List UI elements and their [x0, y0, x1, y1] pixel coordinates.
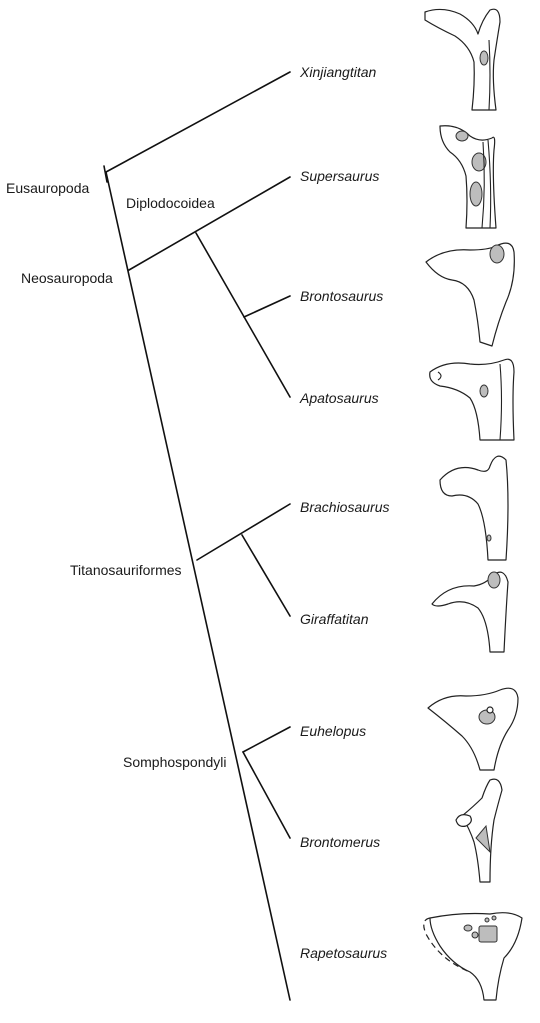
taxon-label-brachiosaurus: Brachiosaurus [300, 499, 390, 515]
branch-giraffatitan [241, 534, 291, 617]
branch-brontomerus [242, 751, 291, 839]
bone-drawing-euhelopus [427, 687, 519, 771]
bone-drawing-brachiosaurus [439, 455, 509, 561]
clade-label-diplodocoidea: Diplodocoidea [126, 195, 215, 211]
branch-apatosaurine-stem [195, 232, 291, 398]
somphospondyli-branch [242, 726, 291, 753]
bone-drawing-apatosaurus [429, 358, 515, 441]
tree-branches [103, 71, 291, 1001]
titanosauriformes-branch [196, 503, 291, 561]
clade-label-titanosauriformes: Titanosauriformes [70, 562, 182, 578]
bone-drawing-rapetosaurus [423, 912, 523, 1001]
bone-drawing-supersaurus [439, 125, 497, 229]
taxon-label-supersaurus: Supersaurus [300, 168, 379, 184]
taxon-labels: Xinjiangtitan Supersaurus Brontosaurus A… [299, 64, 390, 961]
clade-labels: Eusauropoda Diplodocoidea Neosauropoda T… [6, 180, 227, 770]
clade-label-neosauropoda: Neosauropoda [21, 270, 113, 286]
taxon-label-apatosaurus: Apatosaurus [299, 390, 379, 406]
taxon-label-euhelopus: Euhelopus [300, 723, 366, 739]
bone-drawing-giraffatitan [431, 571, 509, 653]
taxon-label-giraffatitan: Giraffatitan [300, 611, 369, 627]
taxon-label-brontomerus: Brontomerus [300, 834, 380, 850]
root-tick [103, 165, 108, 183]
neosauropoda-branch [128, 176, 291, 271]
taxon-label-brontosaurus: Brontosaurus [300, 288, 383, 304]
taxon-label-xinjiangtitan: Xinjiangtitan [299, 64, 376, 80]
bone-drawing-xinjiangtitan [424, 8, 501, 111]
taxon-label-rapetosaurus: Rapetosaurus [300, 945, 387, 961]
root-branch [105, 171, 291, 1001]
bone-drawing-brontomerus [455, 778, 503, 883]
branch-xinjiangtitan [105, 71, 291, 173]
branch-brontosaurus [243, 295, 291, 318]
bone-illustrations [423, 8, 523, 1001]
clade-label-eusauropoda: Eusauropoda [6, 180, 90, 196]
bone-drawing-brontosaurus [425, 242, 515, 347]
clade-label-somphospondyli: Somphospondyli [123, 754, 227, 770]
